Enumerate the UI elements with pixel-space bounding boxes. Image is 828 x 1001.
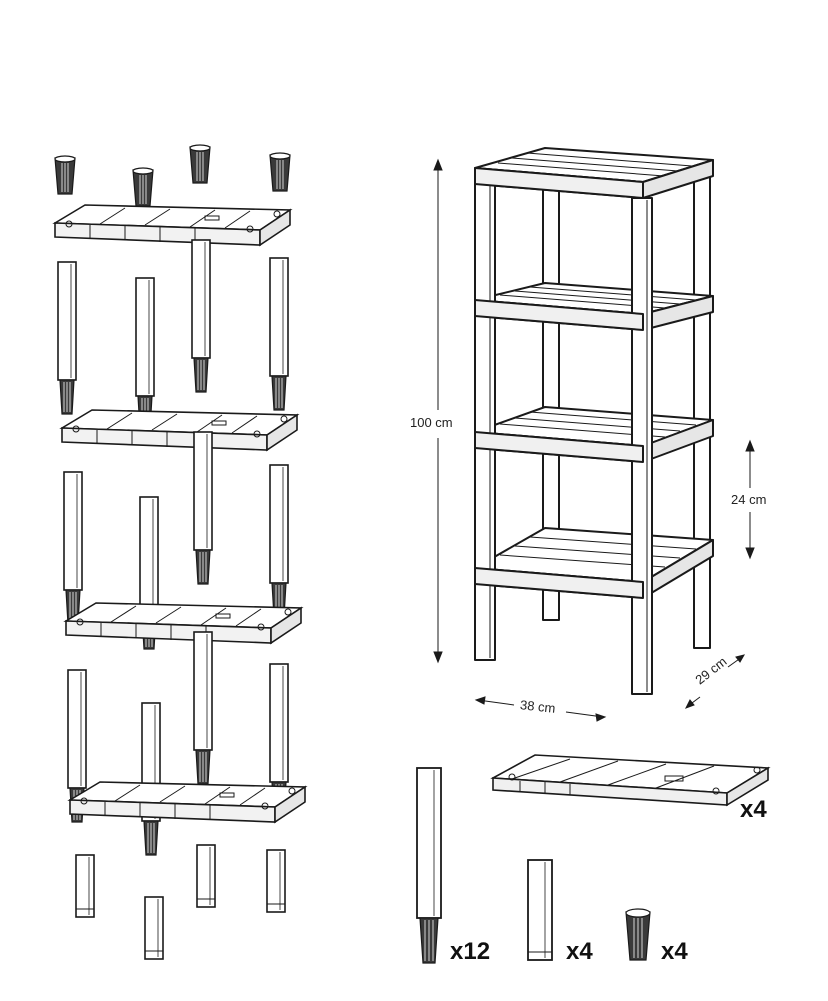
parts-shelf-panel — [490, 754, 771, 807]
foot-part — [196, 844, 216, 908]
parts-list — [416, 754, 771, 964]
foot-part — [266, 849, 286, 913]
parts-long-leg — [416, 767, 442, 964]
leg-part — [269, 464, 289, 618]
dimension-lines — [433, 158, 755, 722]
shelf-gap-dimension-label: 24 cm — [731, 492, 767, 507]
leg-part — [135, 277, 155, 431]
leg-part — [63, 471, 83, 625]
parts-short-leg — [527, 859, 553, 961]
cap-part — [54, 155, 76, 195]
long-leg-quantity: x12 — [450, 938, 491, 965]
height-dimension-label: 100 cm — [410, 415, 453, 430]
shelf-part — [69, 781, 306, 823]
cap-part — [189, 144, 211, 184]
assembled-shelf — [474, 147, 714, 695]
short-leg-quantity: x4 — [566, 938, 593, 965]
leg-part — [193, 631, 213, 785]
shelf-part — [54, 204, 291, 246]
exploded-view — [54, 144, 306, 960]
cap-quantity: x4 — [661, 938, 688, 965]
parts-cap — [625, 908, 651, 961]
foot-part — [144, 896, 164, 960]
shelf-part — [65, 602, 302, 644]
leg-part — [191, 239, 211, 393]
leg-part — [141, 702, 161, 856]
leg-part — [193, 431, 213, 585]
leg-part — [57, 261, 77, 415]
shelf-quantity: x4 — [740, 796, 767, 823]
foot-part — [75, 854, 95, 918]
leg-part — [269, 257, 289, 411]
shelf-part — [61, 409, 298, 451]
cap-part — [132, 167, 154, 207]
cap-part — [269, 152, 291, 192]
